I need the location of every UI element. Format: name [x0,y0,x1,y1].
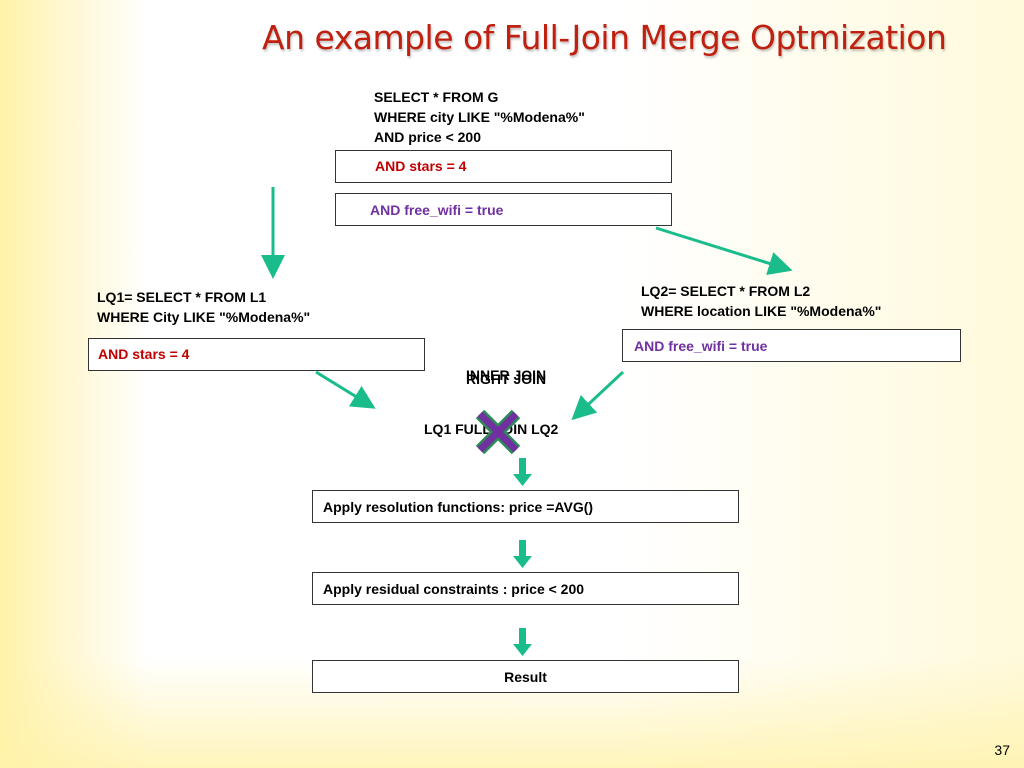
global-wifi-constraint: AND free_wifi = true [370,202,504,218]
global-stars-constraint-box: AND stars = 4 [335,150,672,183]
down-arrow-3 [513,628,532,656]
result-text: Result [504,669,547,685]
inner-join-label: INNER JOIN [466,367,547,383]
right-join-label: RIGHT JOIN [466,371,547,387]
lq1-constraint-box: AND stars = 4 [88,338,425,371]
slide-title: An example of Full-Join Merge Optmizatio… [262,18,947,57]
lq2-line-2: WHERE location LIKE "%Modena%" [641,303,882,319]
residual-constraints-text: Apply residual constraints : price < 200 [323,581,585,597]
arrow-global-to-lq2 [655,226,793,275]
lq1-line-1: LQ1= SELECT * FROM L1 [97,289,267,305]
down-arrow-2 [513,540,532,568]
cross-icon [475,409,521,455]
lq2-constraint: AND free_wifi = true [634,338,768,354]
residual-constraints-box: Apply residual constraints : price < 200 [312,572,739,605]
resolution-functions-text: Apply resolution functions: price =AVG() [323,499,594,515]
slide-background-right [624,0,1024,768]
resolution-functions-box: Apply resolution functions: price =AVG() [312,490,739,523]
global-query-line-2: WHERE city LIKE "%Modena%" [374,109,585,125]
lq2-line-1: LQ2= SELECT * FROM L2 [641,283,811,299]
down-arrow-1 [513,458,532,486]
lq1-constraint: AND stars = 4 [98,346,190,362]
global-stars-constraint: AND stars = 4 [375,158,467,174]
lq2-constraint-box: AND free_wifi = true [622,329,961,362]
result-box: Result [312,660,739,693]
arrow-lq2-to-join [571,370,625,421]
page-number: 37 [994,742,1010,758]
arrow-lq1-to-join [315,370,376,409]
lq1-line-2: WHERE City LIKE "%Modena%" [97,309,311,325]
global-query-line-1: SELECT * FROM G [374,89,499,105]
global-query-line-3: AND price < 200 [374,129,481,145]
global-wifi-constraint-box: AND free_wifi = true [335,193,672,226]
